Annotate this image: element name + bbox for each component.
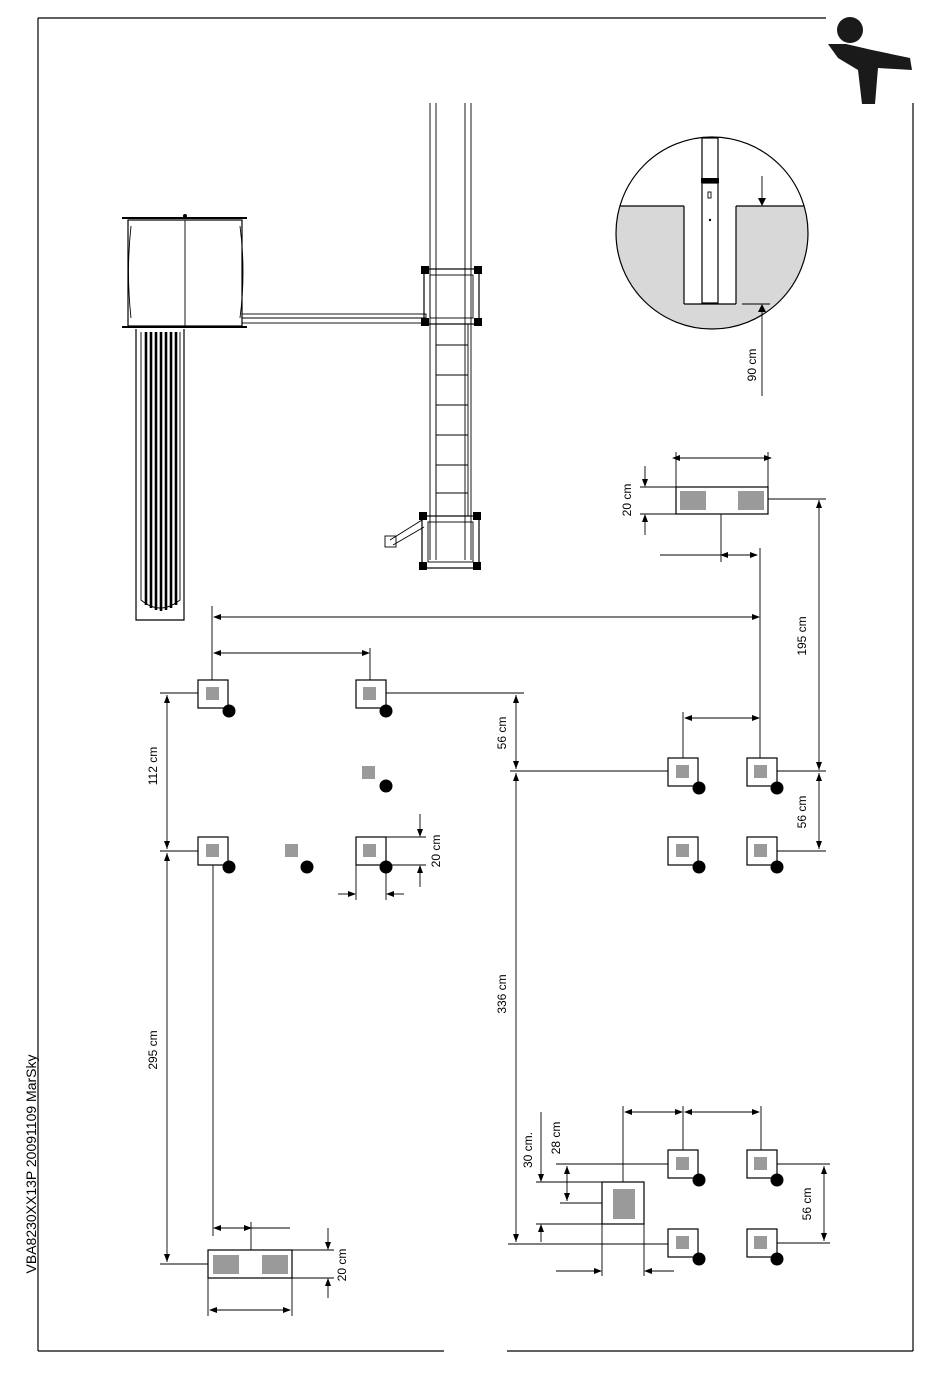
label-anchor-20-bottom: 20 cm xyxy=(335,1249,349,1282)
anchor-bottom-left: 20 cm xyxy=(208,1222,349,1316)
dimension-112: 112 cm xyxy=(146,693,198,851)
jumping-figure-logo xyxy=(828,17,912,104)
label-dist-20-mid: 20 cm xyxy=(429,835,443,868)
slide-grooves xyxy=(146,332,176,611)
dimension-20-mid: 20 cm xyxy=(338,814,443,900)
label-dist-56-right: 56 cm xyxy=(795,796,809,829)
document-code: VBA8230XX13P 20091109 MarSky xyxy=(23,1055,39,1274)
dimension-336: 336 cm xyxy=(495,773,668,1244)
dimension-56-bottom: 56 cm xyxy=(777,1164,830,1243)
play-structure-top-view xyxy=(122,103,482,620)
right-middle-post-group xyxy=(668,712,784,874)
dimension-195: 195 cm xyxy=(768,499,826,770)
post-depth-detail: 90 cm xyxy=(600,137,830,396)
dimension-295: 295 cm xyxy=(146,853,213,1264)
left-post-group xyxy=(198,680,393,874)
label-anchor-20-top: 20 cm xyxy=(620,484,634,517)
dimension-28: 28 cm xyxy=(549,1122,570,1201)
label-depth-90: 90 cm xyxy=(745,349,759,382)
document-code-text: VBA8230XX13P 20091109 MarSky xyxy=(23,1055,39,1274)
dimension-left-width xyxy=(213,648,370,680)
label-dist-336: 336 cm xyxy=(495,974,509,1013)
label-dist-112: 112 cm xyxy=(146,747,160,785)
dimension-56-right: 56 cm xyxy=(777,771,826,851)
bottom-right-post-group xyxy=(536,1106,784,1276)
dimension-56-mid: 56 cm xyxy=(386,693,668,771)
label-dist-28: 28 cm xyxy=(549,1122,563,1155)
label-dist-56-bottom: 56 cm xyxy=(800,1188,814,1221)
label-dist-56-mid: 56 cm xyxy=(495,717,509,750)
label-dist-195: 195 cm xyxy=(795,616,809,655)
label-dist-30: 30 cm. xyxy=(521,1132,535,1168)
dimension-30: 30 cm. xyxy=(521,1112,544,1242)
label-dist-295: 295 cm xyxy=(146,1030,160,1069)
anchor-top-right: 20 cm xyxy=(620,452,772,562)
